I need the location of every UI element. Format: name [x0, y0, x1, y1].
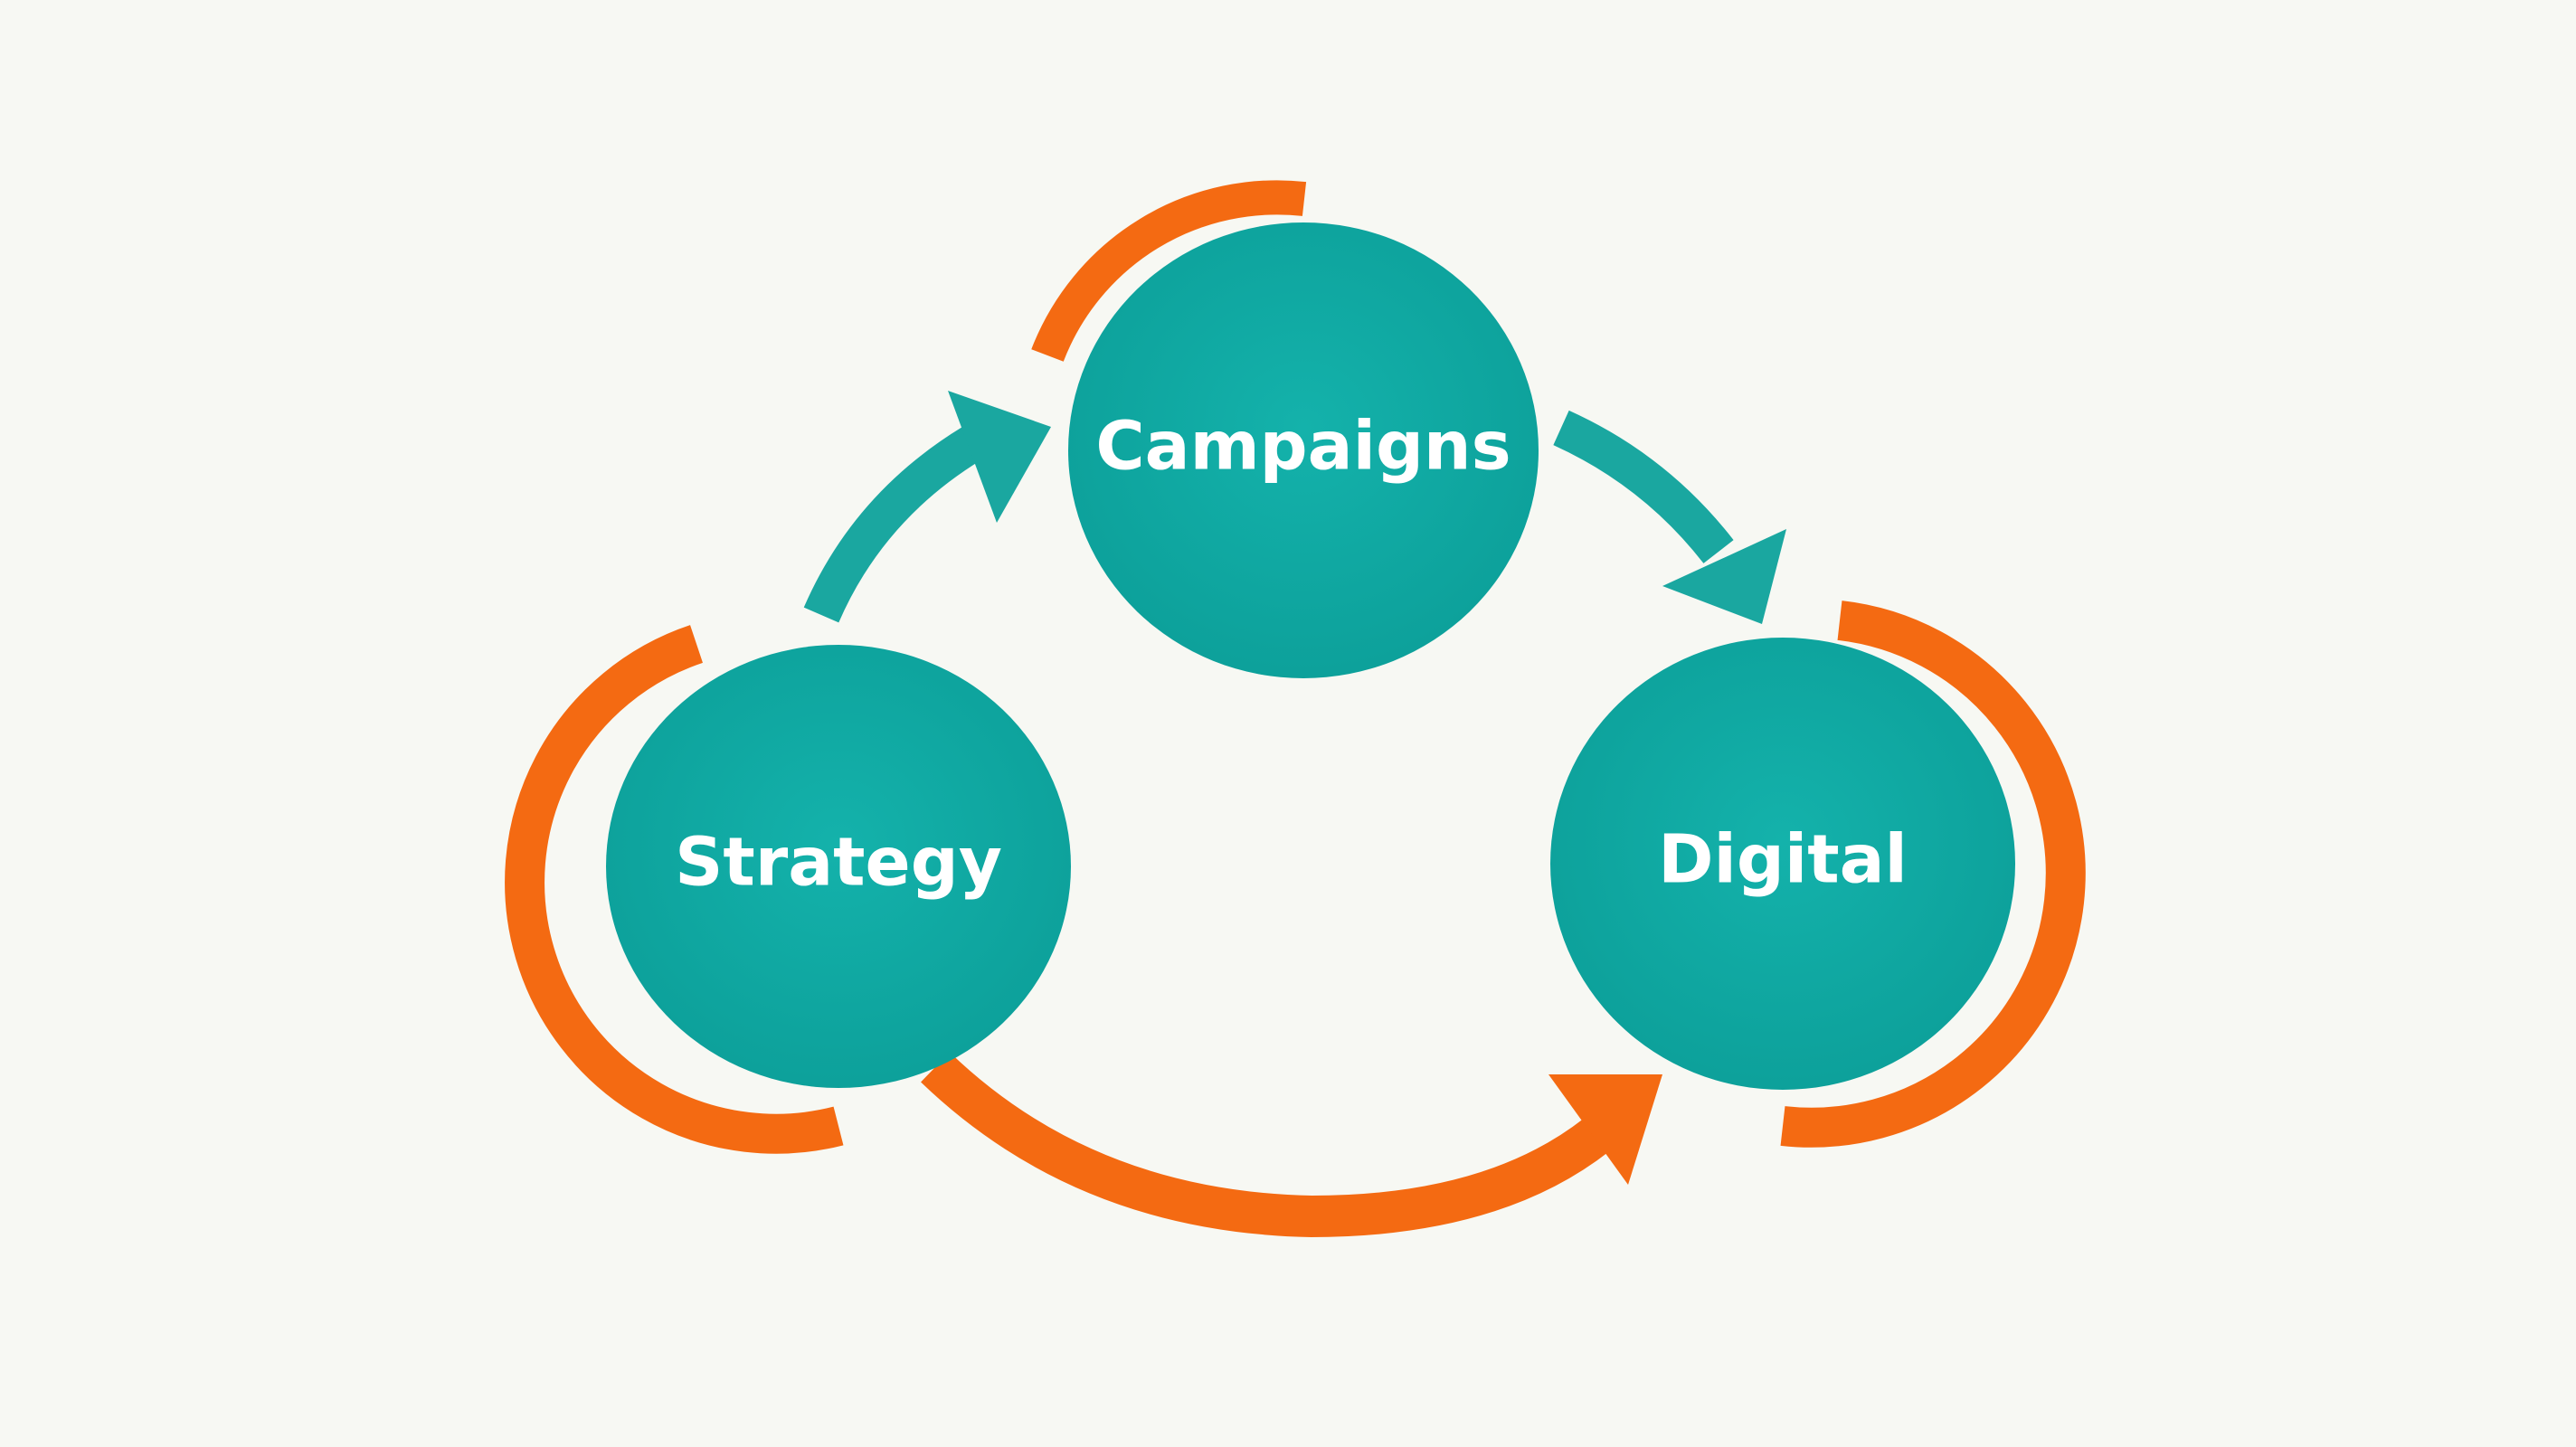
arrow-strategy-to-digital — [921, 1052, 1662, 1238]
node-digital — [1550, 638, 2015, 1090]
node-label-campaigns: Campaigns — [1095, 408, 1511, 486]
node-label-strategy: Strategy — [675, 824, 1002, 902]
node-strategy — [606, 645, 1071, 1088]
digital-accent-arc — [1780, 601, 2086, 1148]
strategy-accent-arc — [505, 625, 844, 1154]
campaigns-accent-arc — [1031, 180, 1307, 362]
arrow-strategy-to-campaigns — [803, 391, 1051, 623]
node-campaigns — [1068, 222, 1539, 678]
arrow-campaigns-to-digital — [1553, 410, 1786, 624]
node-label-digital: Digital — [1658, 821, 1908, 899]
